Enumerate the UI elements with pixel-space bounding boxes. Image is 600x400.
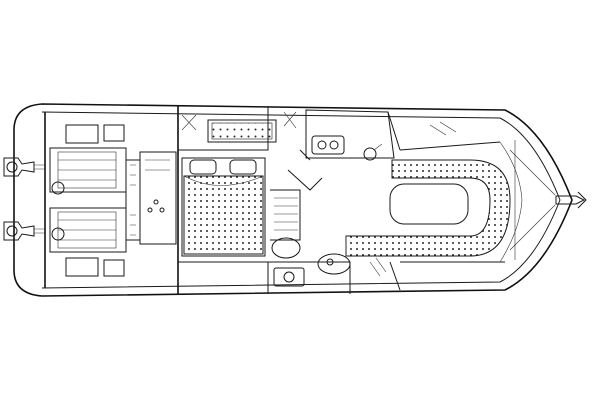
galley bbox=[283, 109, 395, 161]
outboard-drive-bottom bbox=[3, 221, 46, 241]
aft-lockers bbox=[65, 124, 125, 277]
forward-bulkheads bbox=[369, 111, 505, 291]
bow-sundeck bbox=[499, 141, 523, 263]
companionway-steps bbox=[270, 149, 323, 241]
cabin-wall-bottom bbox=[178, 261, 269, 294]
hull-inner-line bbox=[41, 111, 561, 289]
anchor-bowsprit bbox=[555, 191, 587, 209]
aft-cabin-bed bbox=[181, 157, 266, 257]
dinette-table bbox=[389, 183, 469, 225]
forward-dinette bbox=[345, 159, 511, 257]
outboard-drive-top bbox=[3, 157, 46, 177]
cabin-wall-top bbox=[178, 106, 269, 151]
engine-bay bbox=[49, 147, 141, 253]
bow-deck-lines bbox=[509, 140, 556, 260]
hull-outline bbox=[13, 103, 573, 297]
head bbox=[268, 237, 351, 294]
aft-seat-top bbox=[181, 114, 277, 143]
helm-console bbox=[139, 151, 177, 245]
